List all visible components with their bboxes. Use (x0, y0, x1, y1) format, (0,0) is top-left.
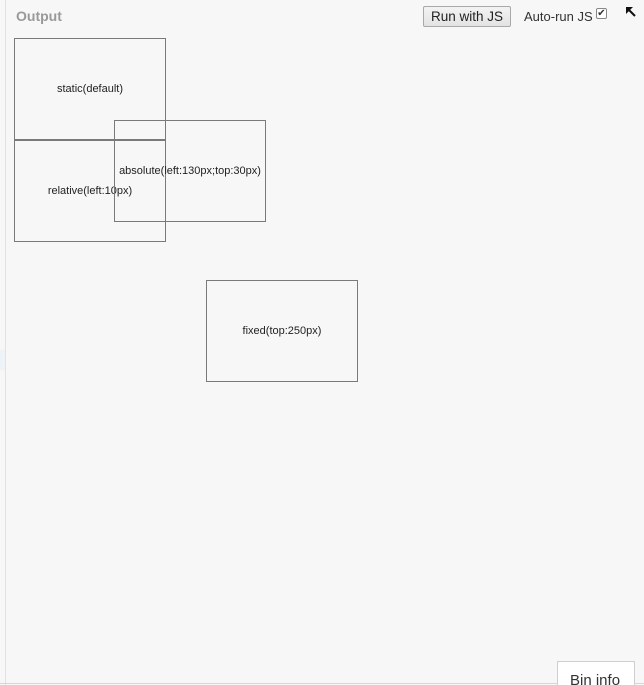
absolute-box: absolute(left:130px;top:30px) (114, 120, 266, 222)
bottom-divider (0, 683, 644, 684)
run-with-js-button[interactable]: Run with JS (423, 6, 511, 27)
fixed-box: fixed(top:250px) (206, 280, 358, 382)
checkmark-icon: ✔ (597, 8, 606, 19)
bin-info-button[interactable]: Bin info (557, 661, 635, 685)
fixed-box-label: fixed(top:250px) (242, 325, 322, 337)
panel-divider[interactable] (5, 0, 6, 685)
relative-box-label: relative(left:10px) (47, 185, 133, 197)
output-label: Output (16, 8, 62, 24)
auto-run-js-checkbox[interactable]: ✔ (596, 8, 607, 19)
auto-run-js-label[interactable]: Auto-run JS (524, 9, 593, 24)
output-toolbar: Output Run with JS Auto-run JS ✔ (0, 0, 644, 34)
absolute-box-label: absolute(left:130px;top:30px) (119, 165, 261, 177)
panel-edge-marker (0, 350, 5, 370)
relative-box: relative(left:10px) (14, 140, 166, 242)
expand-arrow-icon[interactable] (624, 5, 640, 21)
static-box: static(default) (14, 38, 166, 140)
static-box-label: static(default) (56, 83, 124, 95)
